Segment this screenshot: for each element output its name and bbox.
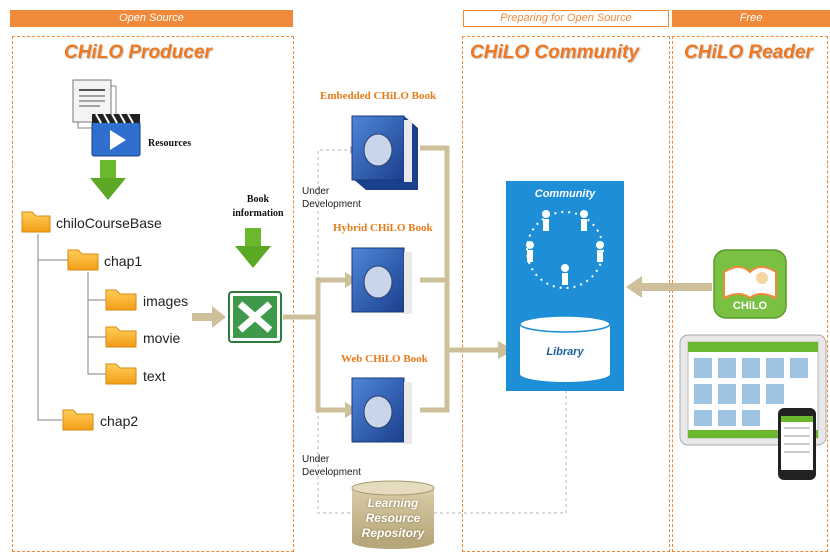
green-arrow-down-icon (90, 160, 126, 200)
reader-section (672, 36, 828, 552)
dashed-connectors (317, 149, 567, 514)
producer-section (12, 36, 294, 552)
folder-label-text: text (143, 368, 166, 384)
tan-arrow-right-icon (192, 306, 226, 328)
people-circle-icon (526, 210, 604, 289)
excel-icon (228, 291, 282, 343)
hybrid-book-label: Hybrid CHiLO Book (333, 222, 433, 234)
phone-icon (778, 408, 816, 480)
folder-icon (67, 249, 99, 271)
reader-title: CHiLO Reader (684, 42, 813, 63)
under-development-note: Under Development (302, 186, 361, 210)
folder-icon (105, 326, 137, 348)
repository-cylinder (351, 480, 435, 549)
folder-label-chap2: chap2 (100, 413, 139, 429)
reader-header: Free (672, 10, 830, 27)
folder-tree-lines (37, 234, 106, 421)
resources-label: Resources (148, 138, 192, 149)
book-icon (351, 377, 412, 444)
producer-title: CHiLO Producer (64, 42, 212, 63)
community-section (462, 36, 670, 552)
chilo-app-label: CHiLO (732, 300, 768, 312)
library-label: Library (546, 346, 584, 358)
folder-icon (21, 211, 51, 233)
embedded-book-label: Embedded CHiLO Book (320, 90, 437, 102)
web-book-label: Web CHiLO Book (341, 353, 428, 365)
under-development-note: Under Development (302, 454, 361, 478)
producer-header: Open Source (10, 10, 293, 27)
folder-label-movie: movie (143, 330, 181, 346)
folder-label-chilocoursebase: chiloCourseBase (56, 215, 162, 231)
folder-label-images: images (143, 293, 189, 309)
tan-arrow-left-icon (626, 276, 712, 298)
folder-icon (105, 289, 137, 311)
book-icon (351, 247, 412, 314)
folder-label-chap1: chap1 (104, 253, 143, 269)
community-header: Preparing for Open Source (463, 10, 669, 27)
book-information-label: Book information (232, 194, 284, 219)
folder-icon (105, 363, 137, 385)
community-label: Community (534, 188, 596, 200)
community-title: CHiLO Community (470, 42, 639, 63)
chilo-app-icon (713, 249, 787, 319)
video-clapper-icon (91, 113, 141, 157)
book-icon (351, 115, 418, 190)
repository-label: Learning Resource Repository (361, 496, 425, 540)
folder-icon (62, 409, 94, 431)
tan-connectors (283, 145, 500, 413)
green-arrow-down-icon (235, 228, 271, 268)
library-cylinder (519, 315, 611, 382)
